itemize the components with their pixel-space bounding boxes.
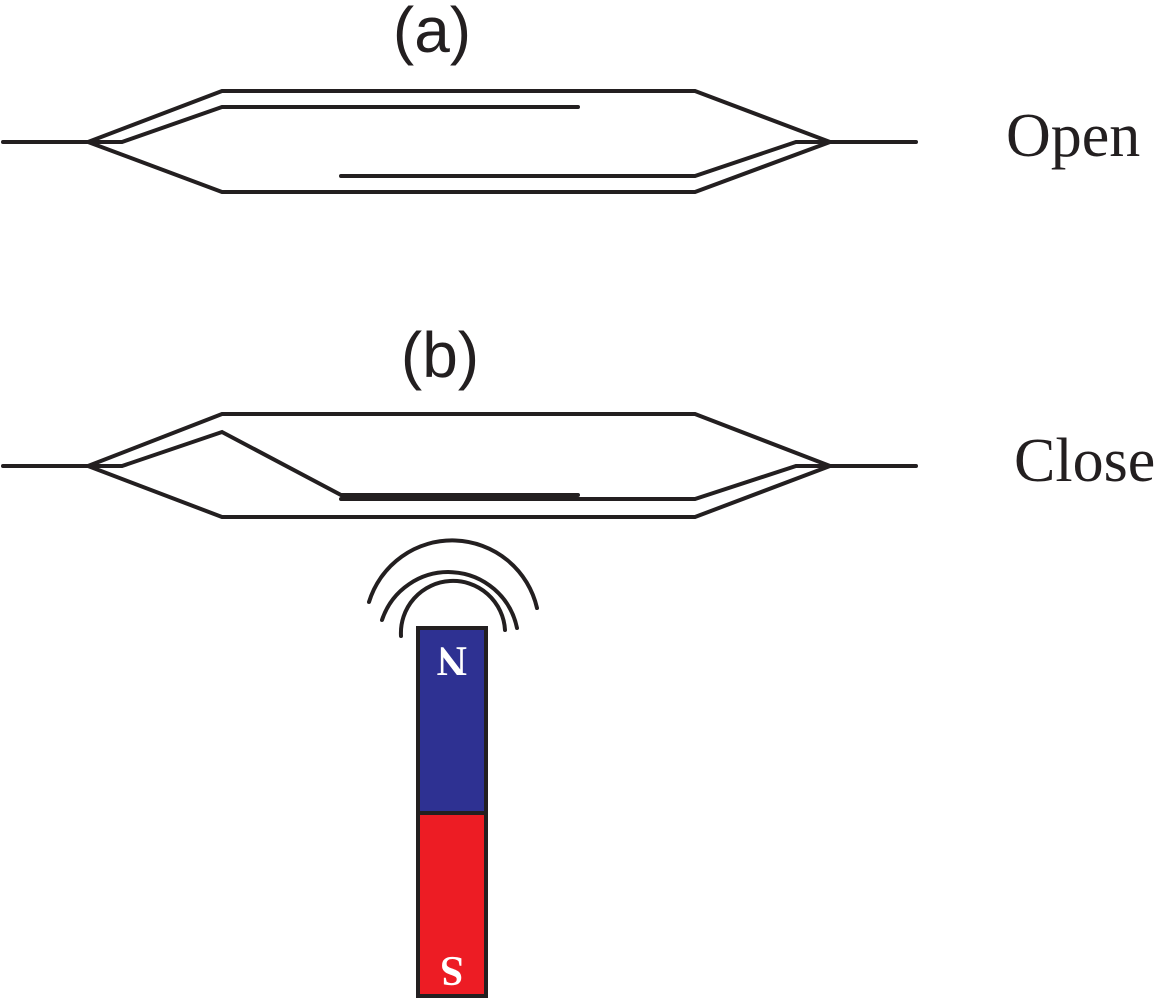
north-pole-label: N [437,637,467,683]
south-pole-label: S [440,947,463,993]
state-label-close: Close [1014,427,1155,495]
reed-switch-closed [1,412,918,519]
magnetic-field-arcs [367,538,539,638]
field-arc-outer [367,538,539,610]
lower-reed-contact [339,140,832,178]
glass-envelope [82,412,836,519]
panel-a: (a) Open [1,0,1140,194]
upper-reed-contact [86,105,580,144]
upper-reed-contact [86,429,580,497]
panel-b-label: (b) [401,319,479,391]
panel-b: (b) Close [1,319,1155,519]
bar-magnet: N S [416,626,488,998]
state-label-open: Open [1006,102,1140,170]
south-pole [416,811,488,998]
field-arc-middle [380,570,519,630]
reed-switch-open [1,89,918,194]
panel-a-label: (a) [393,0,471,66]
field-arc-inner [398,578,507,638]
north-pole [416,626,488,815]
